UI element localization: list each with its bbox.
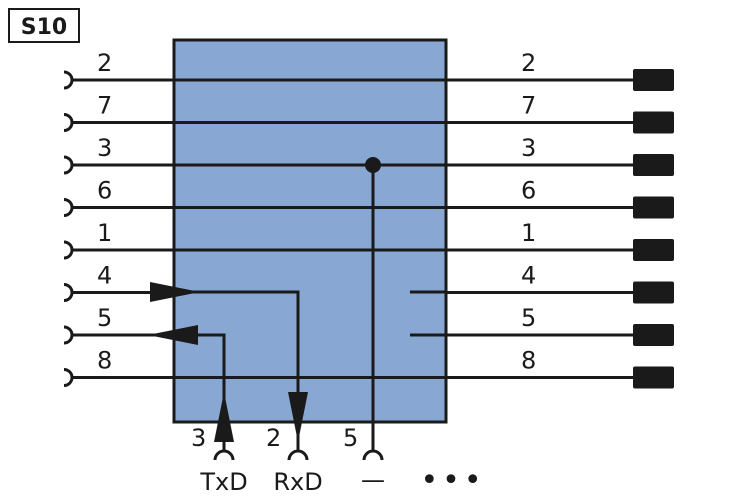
right-plug <box>633 281 674 304</box>
more-indicator: ••• <box>420 463 485 498</box>
right-pin-label: 8 <box>521 347 536 375</box>
arrow-pin-5-out <box>148 325 198 345</box>
label-badge <box>8 8 80 43</box>
right-plug <box>633 69 674 91</box>
bottom-pin-number-rxd: 2 <box>266 424 281 452</box>
left-socket <box>63 198 74 217</box>
left-pin-label: 7 <box>97 92 112 120</box>
arrow-txd-up <box>214 392 234 442</box>
left-socket <box>63 70 74 90</box>
left-pin-label: 6 <box>97 177 112 205</box>
right-pin-label: 2 <box>521 49 536 77</box>
left-pin-label: 1 <box>97 219 112 247</box>
left-socket <box>63 113 74 132</box>
right-plug <box>633 196 674 219</box>
bottom-socket-rxd <box>287 449 309 461</box>
right-pin-label: 3 <box>521 134 536 162</box>
pin-rows: 2 2 7 7 3 3 6 6 1 1 4 4 5 5 8 8 <box>63 49 674 389</box>
label-badge-text: S10 <box>21 15 67 40</box>
left-pin-label: 2 <box>97 49 112 77</box>
bottom-pin-number-txd: 3 <box>191 424 206 452</box>
left-pin-label: 8 <box>97 347 112 375</box>
left-pin-label: 3 <box>97 134 112 162</box>
right-pin-label: 7 <box>521 92 536 120</box>
bottom-socket-txd <box>213 449 235 461</box>
bottom-pin-number-ground: 5 <box>343 424 358 452</box>
left-socket <box>63 240 74 260</box>
left-socket <box>63 155 74 175</box>
right-plug <box>633 324 674 346</box>
junction-dot <box>365 157 381 173</box>
right-pin-label: 1 <box>521 219 536 247</box>
adapter-box <box>172 38 448 424</box>
left-socket <box>63 325 74 345</box>
right-pin-label: 5 <box>521 304 536 332</box>
right-plug <box>633 111 674 134</box>
right-pin-label: 6 <box>521 177 536 205</box>
signal-label-rxd: RxD <box>273 468 322 496</box>
left-pin-label: 4 <box>97 262 112 290</box>
left-socket <box>63 368 74 387</box>
signal-label-ground: — <box>361 466 385 494</box>
right-plug <box>633 154 674 176</box>
arrow-rxd-down <box>288 392 308 442</box>
right-pin-label: 4 <box>521 262 536 290</box>
right-plug <box>633 366 674 389</box>
right-plug <box>633 239 674 261</box>
left-socket <box>63 283 74 302</box>
arrow-pin-4-in <box>150 282 200 302</box>
signal-label-txd: TxD <box>199 468 247 496</box>
bottom-socket-ground <box>362 449 384 461</box>
bottom-connectors <box>213 440 384 461</box>
rxd-wire <box>174 290 300 440</box>
left-pin-label: 5 <box>97 304 112 332</box>
